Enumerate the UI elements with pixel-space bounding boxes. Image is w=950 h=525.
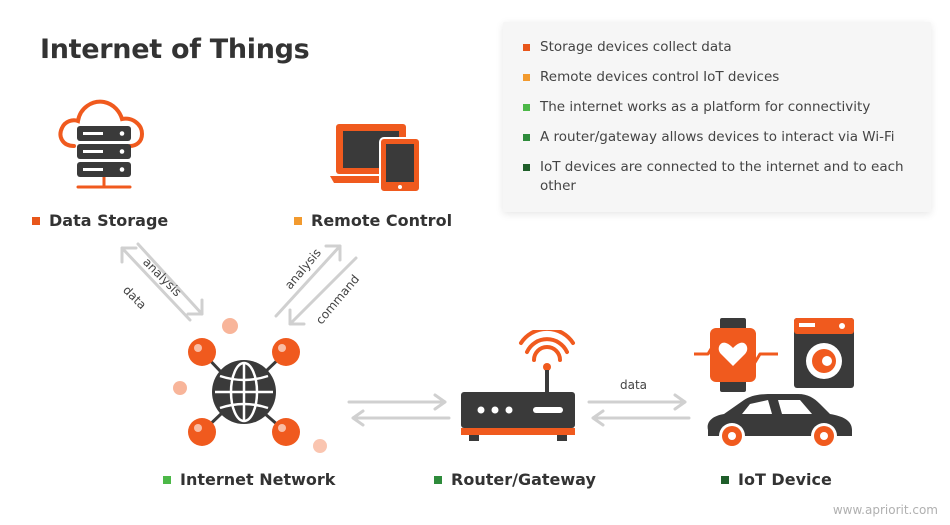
legend-item: A router/gateway allows devices to inter…	[523, 128, 913, 147]
node-marker	[434, 475, 442, 484]
legend-card: Storage devices collect data Remote devi…	[503, 22, 931, 212]
legend-marker	[523, 134, 530, 141]
legend-marker	[523, 74, 530, 81]
node-label-text: Remote Control	[311, 211, 453, 230]
router-wifi-icon	[461, 330, 575, 441]
legend-item: IoT devices are connected to the interne…	[523, 158, 913, 196]
storage-arrows	[120, 242, 204, 322]
node-label-remote-control: Remote Control	[294, 211, 452, 230]
node-label-data-storage: Data Storage	[32, 211, 168, 230]
node-label-internet-network: Internet Network	[163, 470, 335, 489]
watermark: www.apriorit.com	[832, 503, 938, 517]
cloud-server-icon	[58, 99, 145, 189]
legend-text: A router/gateway allows devices to inter…	[540, 129, 895, 145]
globe-network-icon	[173, 318, 327, 453]
legend-item: The internet works as a platform for con…	[523, 98, 913, 117]
node-marker	[163, 475, 171, 484]
node-label-iot-device: IoT Device	[721, 470, 832, 489]
legend-text: Remote devices control IoT devices	[540, 69, 780, 85]
legend-text: The internet works as a platform for con…	[540, 99, 871, 115]
washing-machine-icon	[794, 318, 854, 388]
legend-text: Storage devices collect data	[540, 39, 732, 55]
legend-marker	[523, 164, 530, 171]
legend-marker	[523, 44, 530, 51]
edge-label-data: data	[620, 378, 648, 392]
page-title: Internet of Things	[40, 34, 310, 65]
node-label-router-gateway: Router/Gateway	[434, 470, 596, 489]
node-marker	[294, 216, 302, 225]
internet-router-arrows	[347, 393, 451, 427]
node-label-text: Data Storage	[49, 211, 169, 230]
laptop-tablet-icon	[330, 124, 421, 193]
node-marker	[721, 475, 729, 484]
node-label-text: Internet Network	[180, 470, 336, 489]
node-marker	[32, 216, 40, 225]
node-label-text: IoT Device	[738, 470, 832, 489]
node-label-text: Router/Gateway	[451, 470, 596, 489]
smartwatch-icon	[694, 318, 778, 392]
router-iot-arrows	[587, 393, 691, 427]
legend-marker	[523, 104, 530, 111]
legend-item: Storage devices collect data	[523, 38, 913, 57]
legend-item: Remote devices control IoT devices	[523, 68, 913, 87]
legend-text: IoT devices are connected to the interne…	[540, 159, 904, 194]
car-icon	[707, 394, 852, 449]
remote-arrows	[274, 244, 358, 326]
